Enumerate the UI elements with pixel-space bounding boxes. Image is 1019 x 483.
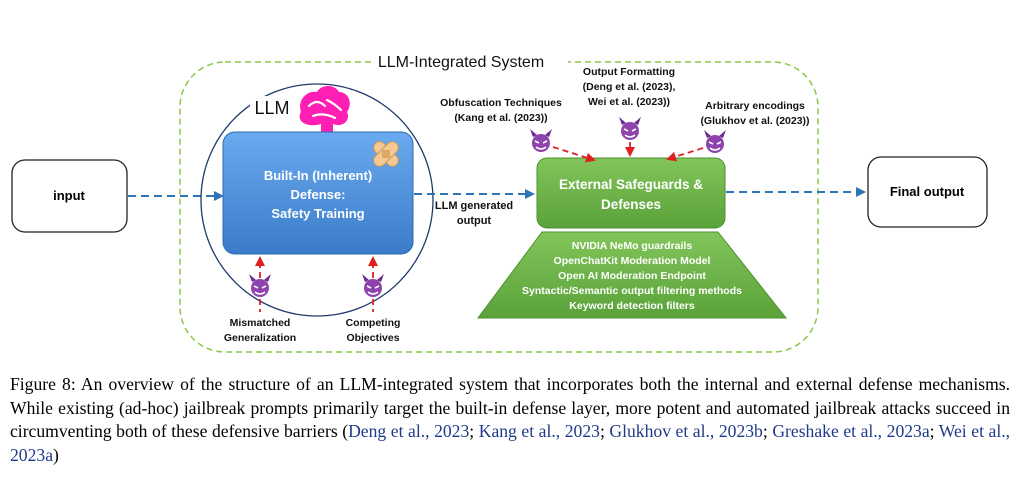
attack-obfuscation-line2: (Kang et al. (2023)): [454, 112, 547, 124]
caption-separator: ;: [762, 421, 773, 441]
caption-separator: ;: [599, 421, 610, 441]
llm-label: LLM: [254, 98, 289, 118]
defense-tools-trapezoid: [477, 231, 788, 319]
attack-arbitrary-line1: Arbitrary encodings: [705, 100, 805, 112]
builtin-line3: Safety Training: [271, 206, 364, 221]
caption-text: Figure 8: An overview of the structure o…: [10, 374, 1010, 441]
attack-competing-line1: Competing: [346, 317, 401, 329]
attack-arrow: [552, 146, 596, 163]
llm-circle: [200, 83, 434, 317]
builtin-line2: Defense:: [291, 187, 346, 202]
attack-competing-line2: Objectives: [346, 332, 399, 344]
citation-link[interactable]: Glukhov et al., 2023b: [609, 421, 763, 441]
system-diagram: LLM-Integrated System input LLM Built-In…: [11, 54, 988, 353]
builtin-defense-box: [222, 131, 414, 255]
citation-link[interactable]: Kang et al., 2023: [478, 421, 600, 441]
citation-link[interactable]: Greshake et al., 2023a: [772, 421, 930, 441]
caption-separator: ;: [929, 421, 939, 441]
attack-formatting-line2: (Deng et al. (2023),: [583, 81, 676, 93]
attack-arbitrary-line2: (Glukhov et al. (2023)): [700, 115, 809, 127]
tool-item: NVIDIA NeMo guardrails: [572, 240, 693, 252]
input-box: [11, 159, 128, 233]
tool-item: Open AI Moderation Endpoint: [558, 270, 706, 282]
tool-item: OpenChatKit Moderation Model: [554, 255, 711, 267]
generated-line1: LLM generated: [435, 200, 513, 212]
caption-text: ): [53, 444, 59, 465]
devil-icon: [529, 128, 553, 153]
external-line1: External Safeguards &: [559, 177, 703, 192]
attack-obfuscation-line1: Obfuscation Techniques: [440, 97, 562, 109]
citation-link[interactable]: Wei et al., 2023a: [10, 421, 1011, 465]
figure-caption: Figure 8: An overview of the structure o…: [10, 373, 1010, 467]
generated-line2: output: [457, 215, 492, 227]
citation-link[interactable]: Deng et al., 2023: [348, 421, 470, 441]
devil-icon: [703, 129, 727, 154]
external-defense-box: [536, 157, 726, 229]
builtin-line1: Built-In (Inherent): [264, 168, 372, 183]
input-label: input: [53, 188, 85, 203]
tool-item: Syntactic/Semantic output filtering meth…: [522, 285, 742, 297]
bandage-icon: [373, 141, 399, 167]
final-output-label: Final output: [890, 184, 965, 199]
caption-separator: ;: [469, 421, 479, 441]
final-output-box: [867, 156, 988, 228]
devil-icon: [618, 116, 642, 141]
system-label: LLM-Integrated System: [378, 54, 544, 71]
brain-icon: [299, 86, 350, 134]
attack-mismatched-line2: Generalization: [224, 332, 296, 344]
tool-item: Keyword detection filters: [569, 300, 695, 312]
attack-formatting-line1: Output Formatting: [583, 66, 675, 78]
attack-mismatched-line1: Mismatched: [230, 317, 291, 329]
external-line2: Defenses: [601, 197, 661, 212]
attack-arrow: [666, 147, 704, 162]
attack-formatting-line3: Wei et al. (2023)): [588, 96, 670, 108]
